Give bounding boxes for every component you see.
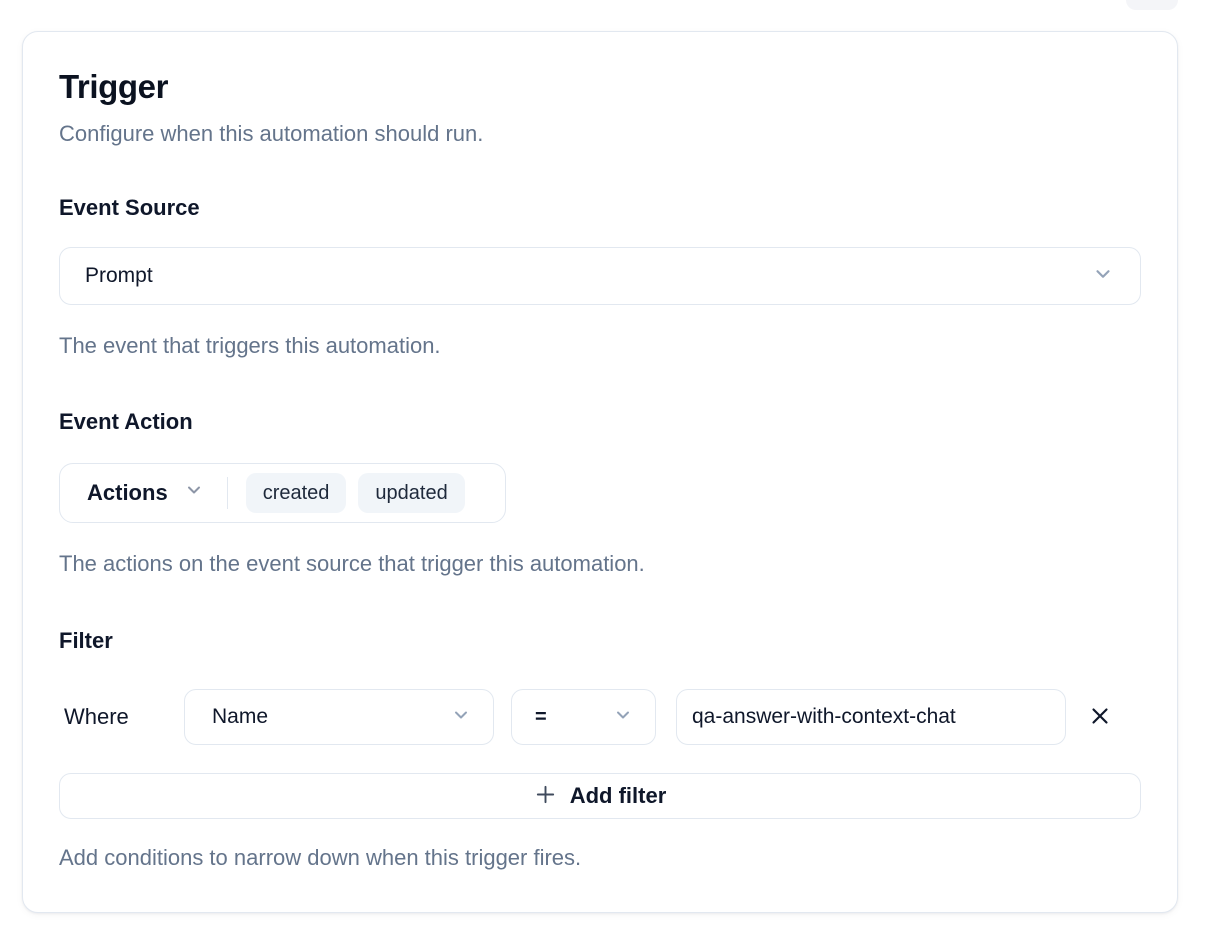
page-title: Trigger — [59, 68, 169, 105]
chevron-down-icon — [613, 705, 633, 730]
plus-icon — [534, 783, 557, 809]
event-source-select[interactable]: Prompt — [59, 247, 1141, 305]
chevron-down-icon — [1092, 263, 1114, 290]
filter-value-input[interactable] — [676, 689, 1066, 745]
event-action-section: Event Action Actions created updated The… — [59, 407, 1141, 579]
event-action-control: Actions created updated — [59, 463, 506, 523]
add-filter-button[interactable]: Add filter — [59, 773, 1141, 819]
chevron-down-icon — [451, 705, 471, 730]
divider — [226, 477, 228, 509]
add-filter-label: Add filter — [569, 783, 667, 808]
x-icon — [1087, 703, 1113, 732]
filter-operator-select[interactable]: = — [511, 689, 656, 745]
filter-row: Where Name = — [59, 689, 1141, 745]
chevron-down-icon — [184, 480, 204, 506]
event-source-value: Prompt — [85, 264, 153, 287]
filter-operator-value: = — [535, 705, 547, 728]
event-source-helper: The event that triggers this automation. — [59, 333, 441, 358]
actions-dropdown-label: Actions — [87, 480, 168, 505]
filter-field-select[interactable]: Name — [184, 689, 494, 745]
filter-field-value: Name — [212, 705, 269, 728]
cutoff-element-fragment — [1126, 0, 1178, 10]
filter-label: Filter — [59, 628, 113, 653]
event-action-helper: The actions on the event source that tri… — [59, 551, 645, 576]
page-subtitle: Configure when this automation should ru… — [59, 121, 484, 146]
action-tag-created: created — [245, 473, 347, 513]
filter-section: Filter Where Name = — [59, 626, 1141, 873]
remove-filter-button[interactable] — [1078, 695, 1122, 739]
trigger-card: Trigger Configure when this automation s… — [22, 31, 1178, 913]
actions-dropdown[interactable]: Actions — [87, 480, 204, 506]
filter-helper: Add conditions to narrow down when this … — [59, 845, 582, 870]
event-source-section: Event Source Prompt The event that trigg… — [59, 193, 1141, 361]
where-label: Where — [64, 704, 129, 729]
event-action-label: Event Action — [59, 409, 193, 434]
event-source-label: Event Source — [59, 195, 200, 220]
action-tag-updated: updated — [358, 473, 465, 513]
